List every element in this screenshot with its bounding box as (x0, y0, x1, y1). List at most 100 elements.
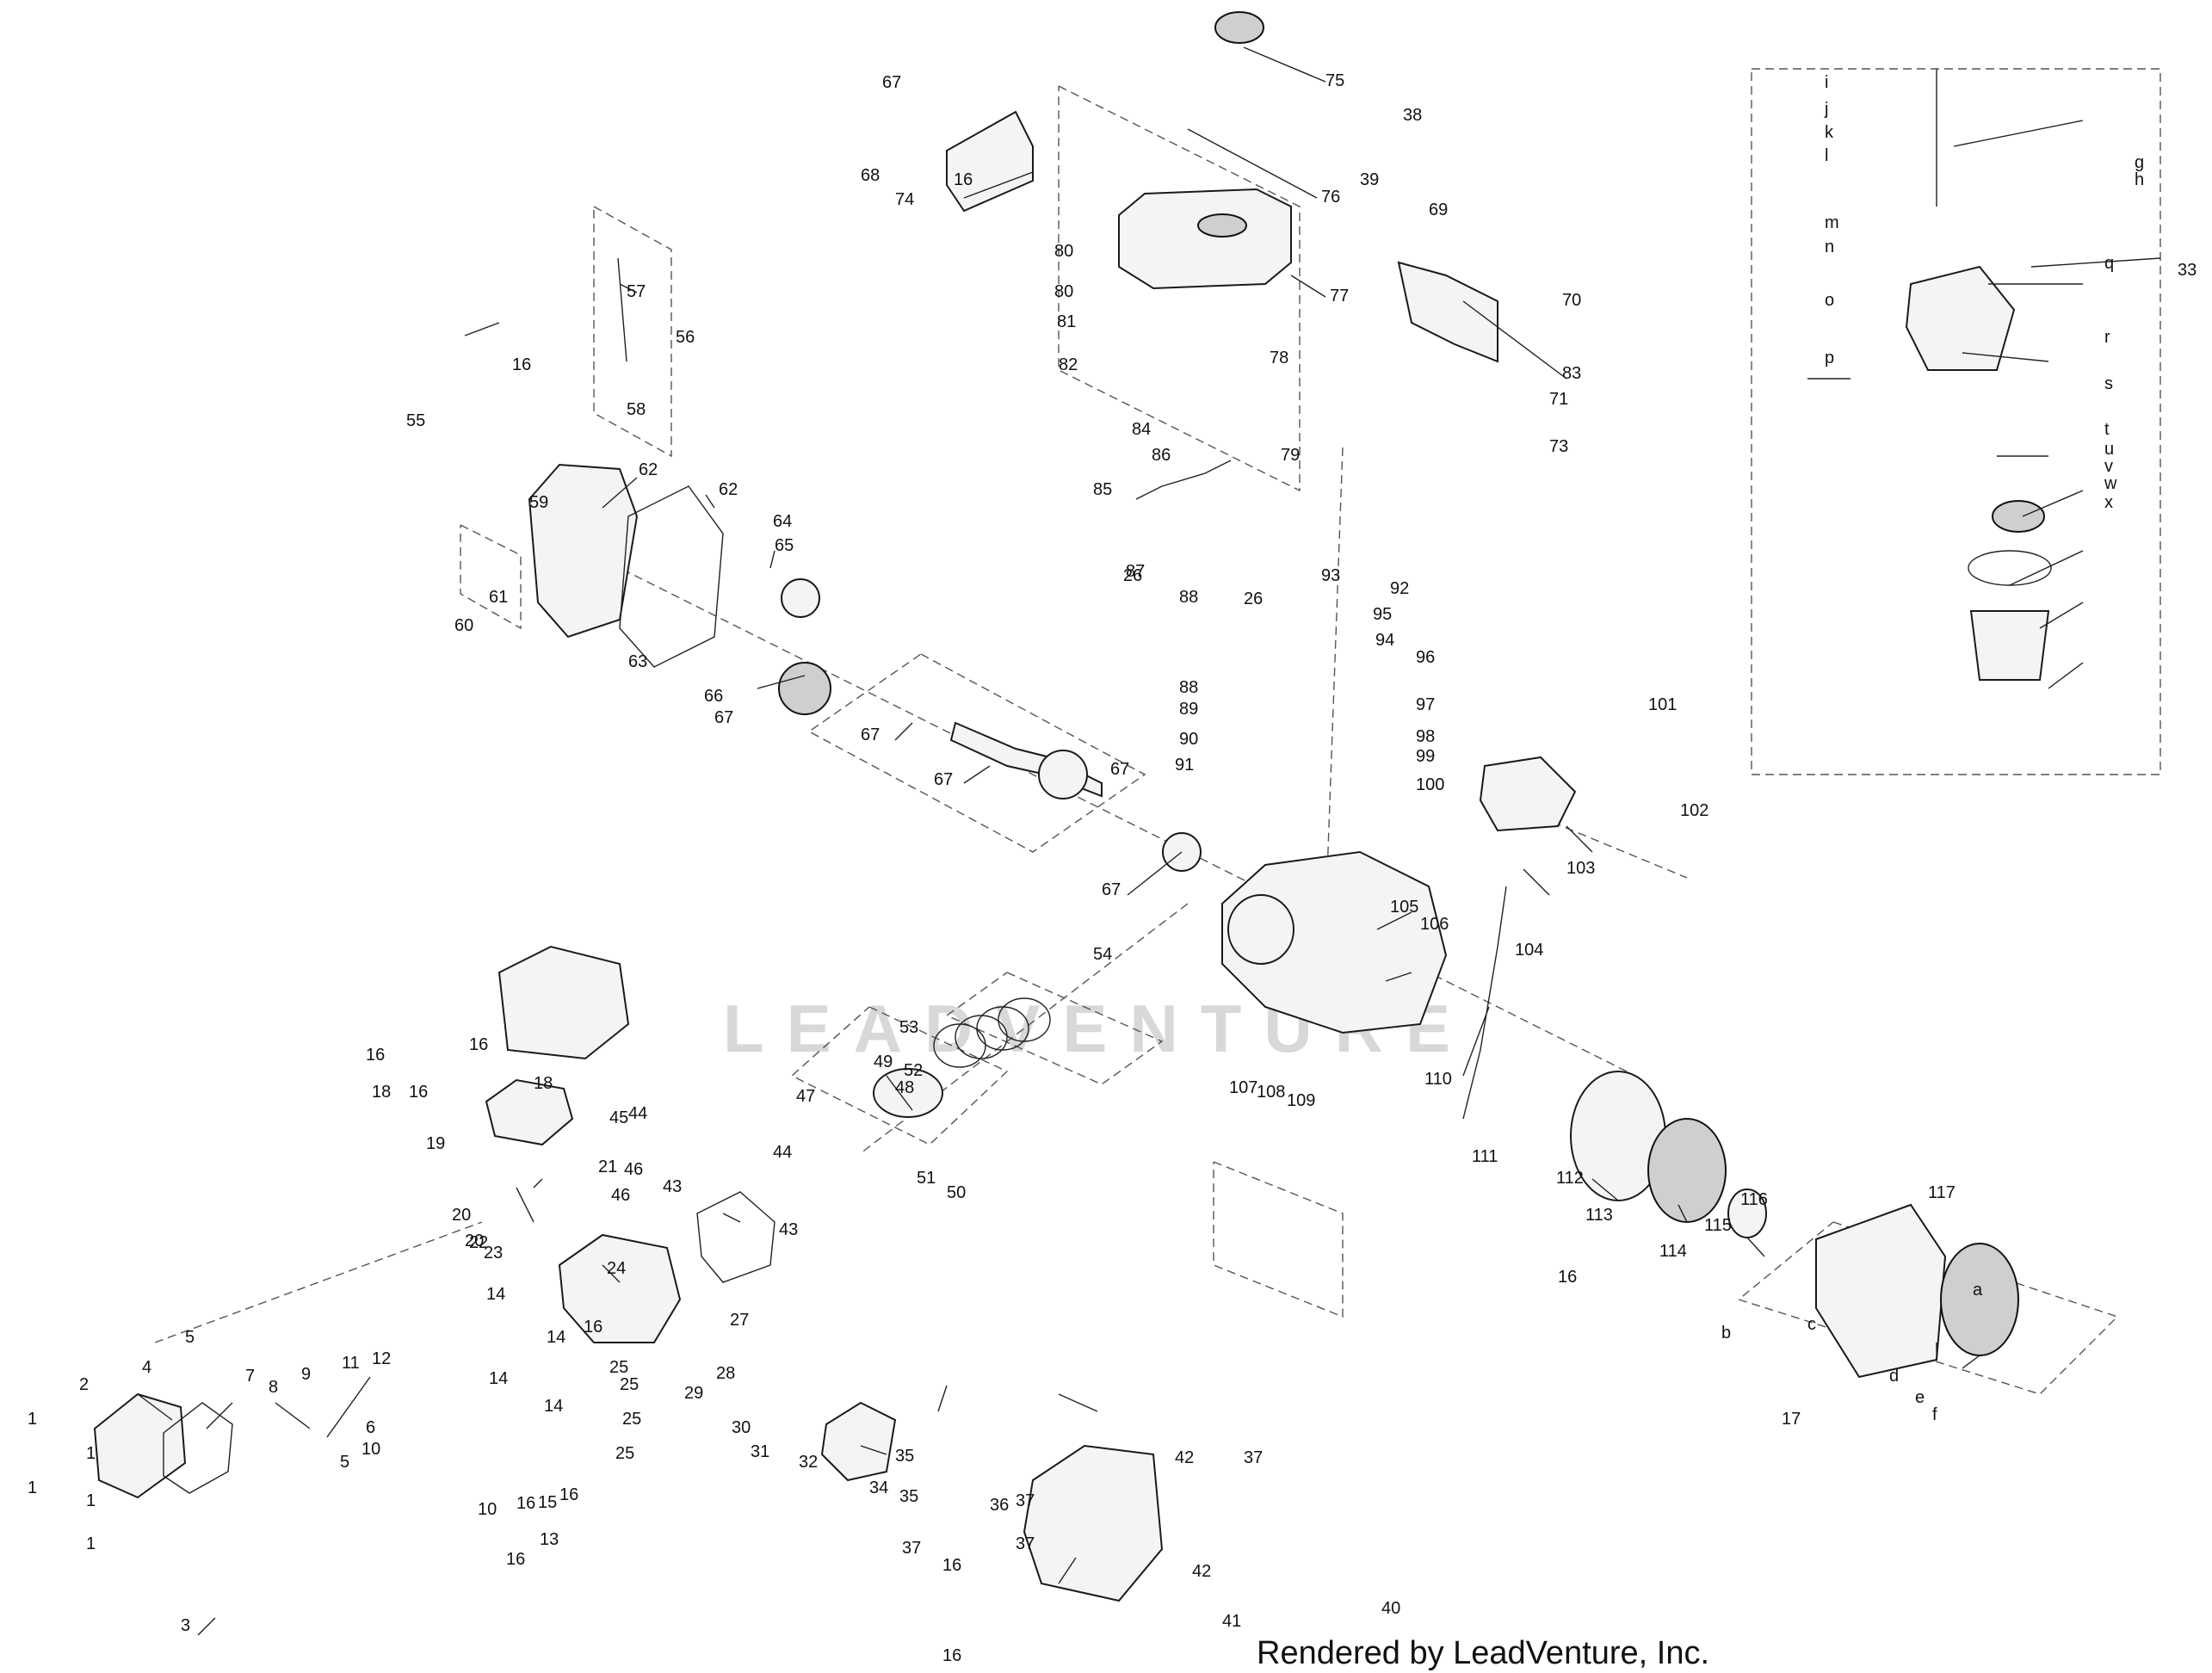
callout-67: 67 (1110, 760, 1129, 779)
callout-44: 44 (628, 1104, 647, 1123)
callout-1: 1 (28, 1479, 37, 1497)
callout-112: 112 (1556, 1169, 1584, 1188)
callout-16: 16 (409, 1083, 428, 1102)
callout-55: 55 (406, 411, 425, 430)
callout-25: 25 (620, 1375, 639, 1394)
callout-s: s (2104, 374, 2113, 393)
callout-58: 58 (627, 400, 646, 419)
callout-67: 67 (934, 770, 953, 789)
callout-t: t (2104, 420, 2110, 439)
callout-34: 34 (869, 1479, 888, 1497)
callout-12: 12 (372, 1349, 391, 1368)
callout-26: 26 (1244, 590, 1263, 608)
callout-67: 67 (1102, 880, 1121, 899)
callout-76: 76 (1321, 188, 1340, 207)
callout-96: 96 (1416, 648, 1435, 667)
callout-46: 46 (624, 1160, 643, 1179)
callout-67: 67 (882, 73, 901, 92)
callout-p: p (1825, 349, 1834, 367)
callout-1: 1 (28, 1410, 37, 1429)
callout-56: 56 (676, 328, 695, 347)
callout-14: 14 (489, 1369, 508, 1388)
callout-71: 71 (1549, 390, 1568, 409)
callout-14: 14 (544, 1397, 563, 1416)
callout-48: 48 (895, 1078, 914, 1097)
callout-24: 24 (607, 1259, 626, 1278)
callout-73: 73 (1549, 437, 1568, 456)
callout-13: 13 (540, 1530, 559, 1549)
callout-x: x (2104, 493, 2113, 512)
callout-107: 107 (1229, 1078, 1257, 1097)
callout-16: 16 (506, 1550, 525, 1569)
callout-80: 80 (1054, 282, 1073, 301)
callout-94: 94 (1375, 631, 1394, 650)
callout-7: 7 (245, 1367, 255, 1386)
callout-j: j (1824, 100, 1828, 119)
callout-40: 40 (1381, 1599, 1400, 1618)
callout-104: 104 (1515, 941, 1543, 960)
callout-15: 15 (538, 1493, 557, 1512)
callout-16: 16 (469, 1035, 488, 1054)
callout-59: 59 (529, 493, 548, 512)
callout-16: 16 (1558, 1268, 1577, 1287)
callout-e: e (1915, 1388, 1925, 1407)
callout-3: 3 (181, 1616, 190, 1635)
callout-17: 17 (1782, 1410, 1801, 1429)
callout-92: 92 (1390, 579, 1409, 598)
callout-5: 5 (340, 1453, 349, 1472)
callout-51: 51 (917, 1169, 936, 1188)
callout-53: 53 (899, 1018, 918, 1037)
callout-88: 88 (1179, 678, 1198, 697)
callout-95: 95 (1373, 605, 1392, 624)
callout-63: 63 (628, 652, 647, 671)
callout-84: 84 (1132, 420, 1151, 439)
callout-25: 25 (615, 1444, 634, 1463)
callout-n: n (1825, 238, 1834, 256)
callout-19: 19 (426, 1134, 445, 1153)
callout-62: 62 (719, 480, 738, 499)
callout-87: 87 (1126, 562, 1145, 581)
callout-74: 74 (895, 190, 914, 209)
callout-86: 86 (1152, 446, 1171, 465)
callout-97: 97 (1416, 695, 1435, 714)
callout-9: 9 (301, 1365, 311, 1384)
callout-77: 77 (1330, 287, 1349, 306)
callout-37: 37 (902, 1539, 921, 1558)
callout-8: 8 (269, 1378, 278, 1397)
callout-60: 60 (454, 616, 473, 635)
callout-31: 31 (751, 1442, 769, 1461)
credit-text: Rendered by LeadVenture, Inc. (1257, 1635, 1710, 1671)
callout-1: 1 (86, 1534, 96, 1553)
callout-1: 1 (86, 1491, 96, 1510)
callout-16: 16 (516, 1494, 535, 1513)
callout-35: 35 (899, 1487, 918, 1506)
callout-18: 18 (534, 1074, 553, 1093)
callout-79: 79 (1281, 446, 1300, 465)
callout-108: 108 (1257, 1083, 1285, 1102)
callout-50: 50 (947, 1183, 966, 1202)
callout-46: 46 (611, 1186, 630, 1205)
callout-37: 37 (1016, 1491, 1035, 1510)
callout-39: 39 (1360, 170, 1379, 189)
callout-11: 11 (342, 1354, 360, 1373)
callout-r: r (2104, 328, 2110, 347)
callout-78: 78 (1270, 349, 1288, 367)
callout-62: 62 (639, 460, 658, 479)
callout-61: 61 (489, 588, 508, 607)
callout-103: 103 (1566, 859, 1595, 878)
callout-57: 57 (627, 282, 646, 301)
callout-45: 45 (609, 1108, 628, 1127)
callout-h: h (2135, 170, 2144, 189)
callout-33: 33 (2178, 261, 2197, 280)
callout-80: 80 (1054, 242, 1073, 261)
callout-37: 37 (1016, 1534, 1035, 1553)
callout-14: 14 (547, 1328, 565, 1347)
callout-20: 20 (465, 1232, 484, 1250)
callout-99: 99 (1416, 747, 1435, 766)
callout-1: 1 (86, 1444, 96, 1463)
callout-36: 36 (990, 1496, 1009, 1515)
callout-44: 44 (773, 1143, 792, 1162)
callout-82: 82 (1059, 355, 1078, 374)
callout-20: 20 (452, 1206, 471, 1225)
